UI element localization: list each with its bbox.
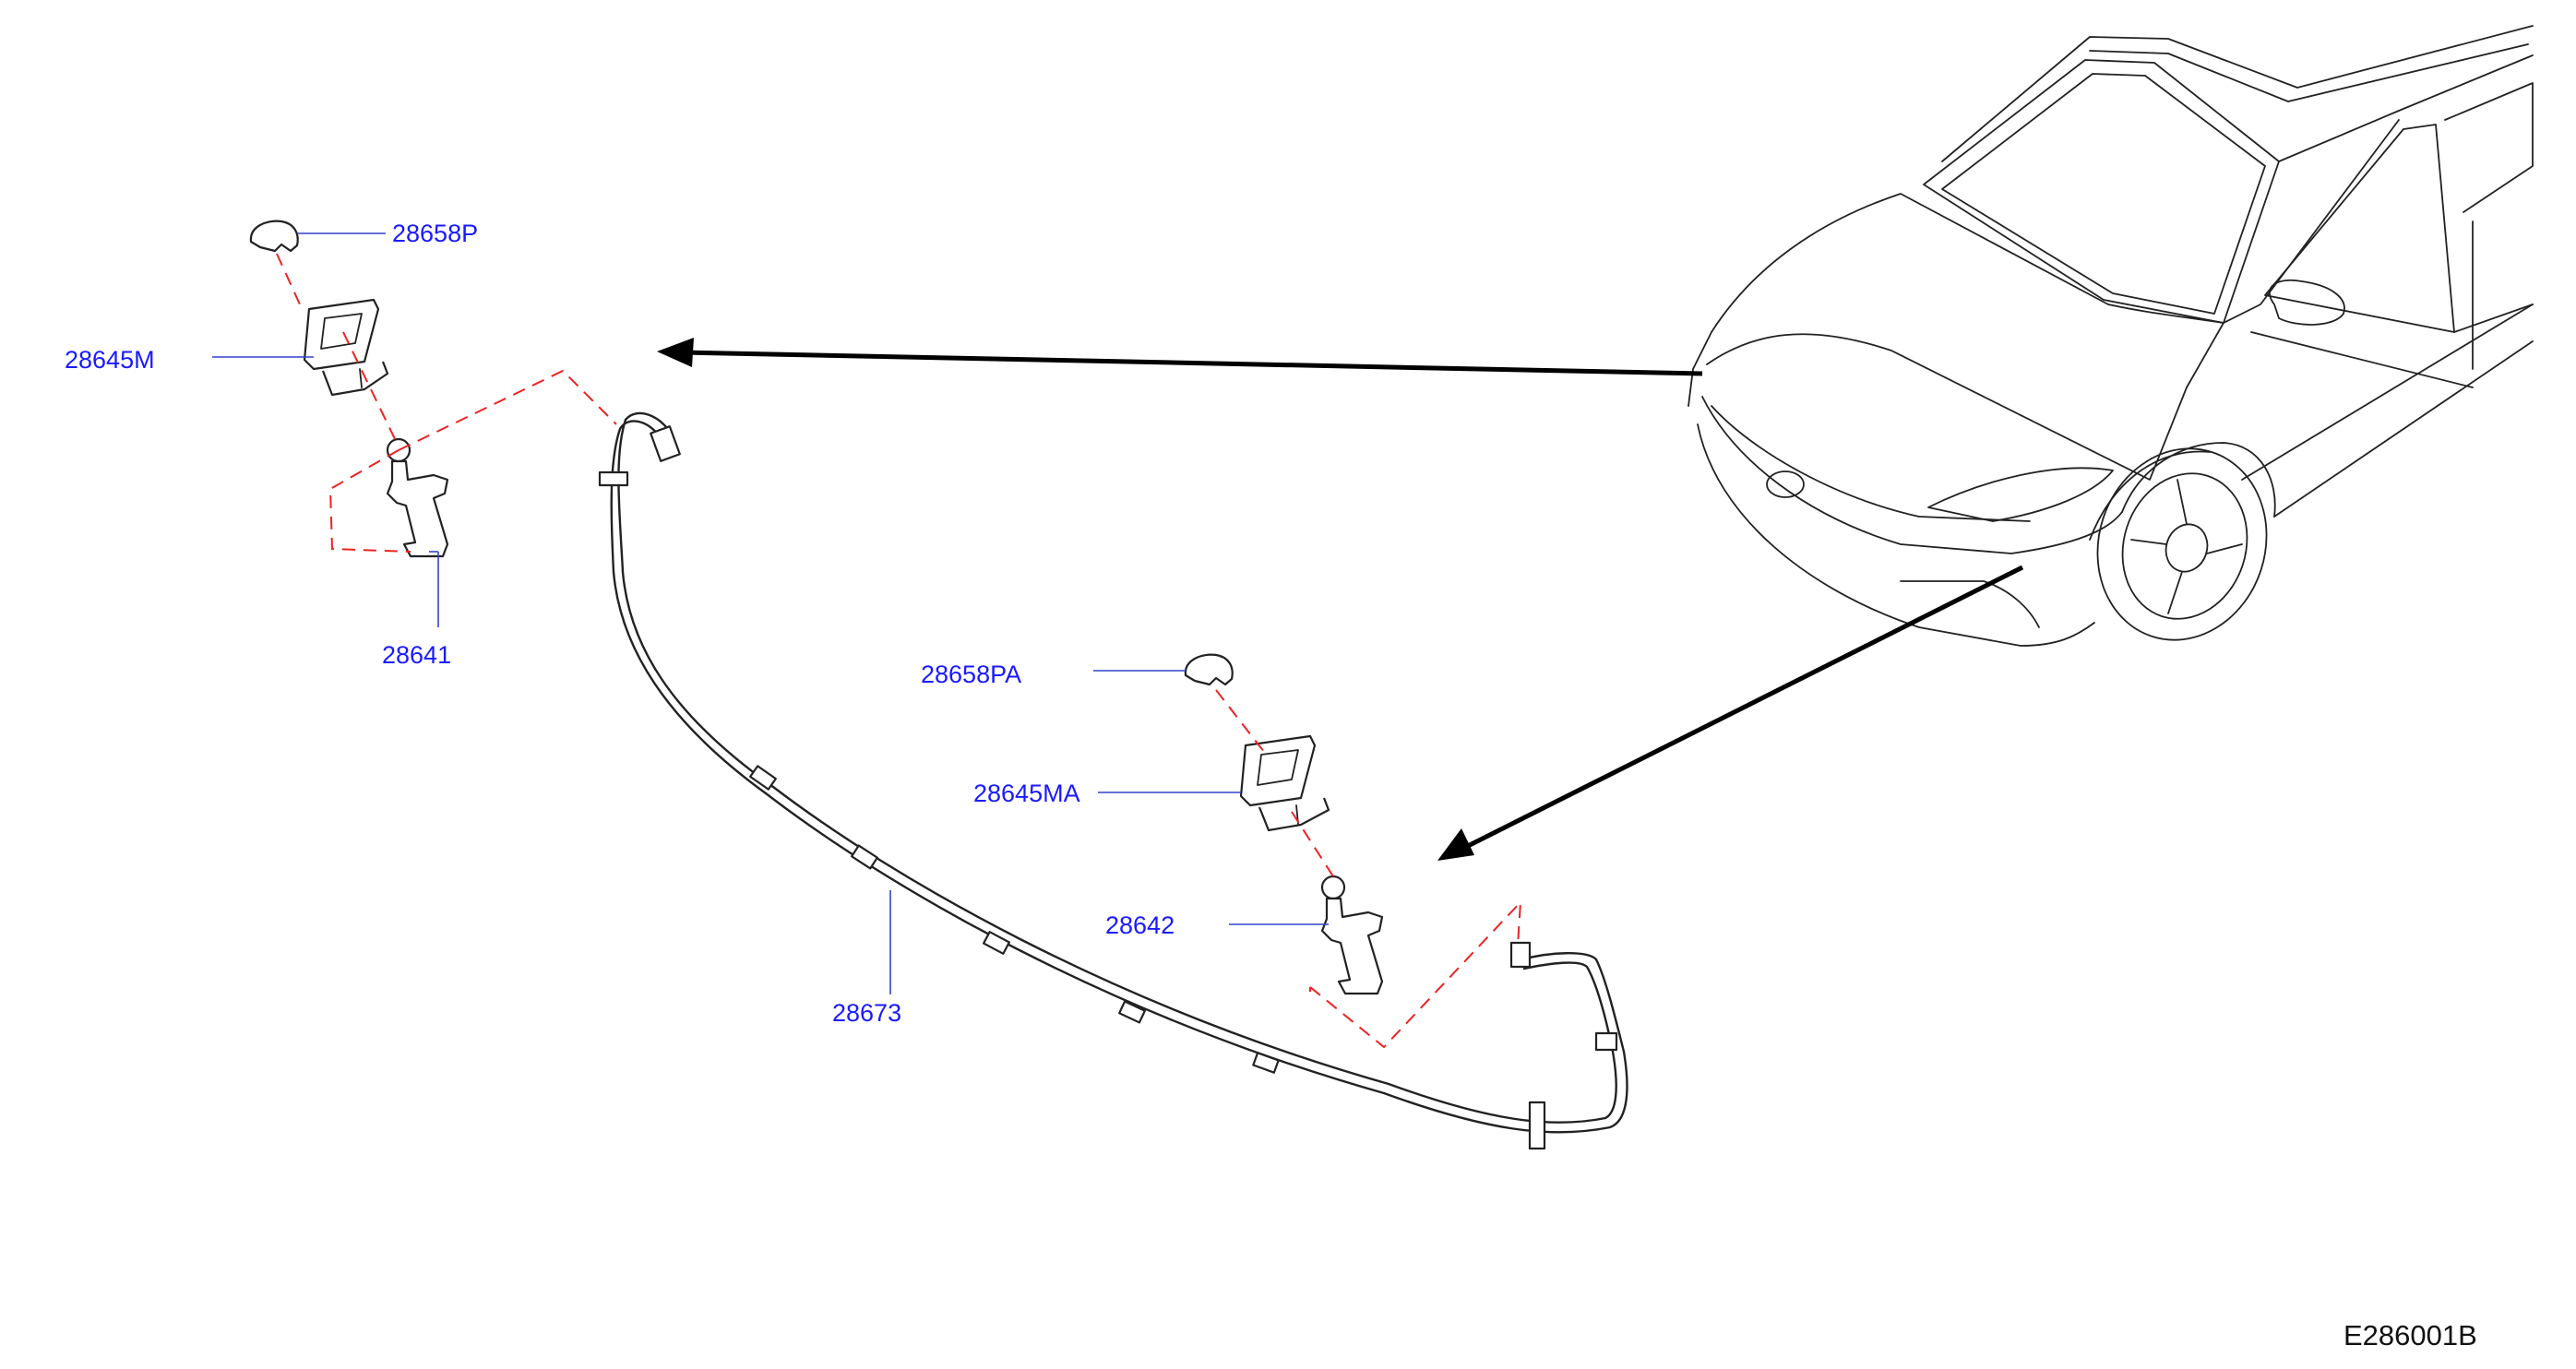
cap-28658P [249,220,299,253]
arrowhead-lower [1437,828,1474,861]
arrow-to-upper-assembly [682,350,1703,376]
part-label-28673[interactable]: 28673 [832,999,902,1027]
arrow-to-lower-assembly [1461,565,2024,851]
vehicle-illustration [1688,25,2534,647]
bracket-28645M [303,298,380,371]
part-label-28658P[interactable]: 28658P [392,220,479,247]
location-arrows [657,338,2024,861]
part-label-28645MA[interactable]: 28645MA [973,780,1080,807]
diagram-id: E286001B [2343,1319,2477,1351]
washer-hose-28673 [598,411,1628,1150]
part-label-28641[interactable]: 28641 [382,641,452,669]
cap-28658PA [1184,653,1234,686]
upper-nozzle-assembly [249,220,617,558]
part-label-28642[interactable]: 28642 [1105,911,1175,939]
part-label-28658PA[interactable]: 28658PA [921,661,1022,688]
part-label-28645M[interactable]: 28645M [65,346,155,374]
arrowhead-upper [657,338,694,367]
nozzle-28642 [1320,875,1346,900]
leader-lines [212,232,1329,994]
bracket-28645MA [1239,734,1317,807]
lower-nozzle-assembly [1184,653,1522,1049]
